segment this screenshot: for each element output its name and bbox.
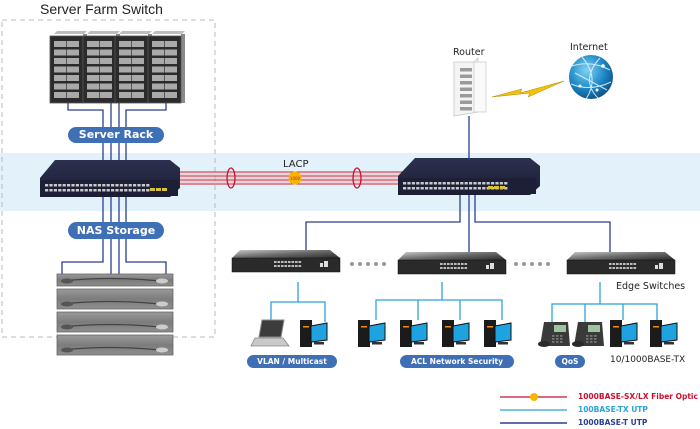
server-cabinet-icon	[114, 31, 152, 104]
lacp-bundle-ring-left	[226, 167, 236, 189]
edge-switch-icon	[566, 252, 676, 275]
lacp-label: LACP	[283, 159, 309, 170]
edge-switch-dots	[350, 262, 550, 266]
desktop-pc-icon	[610, 320, 638, 347]
desktop-pc-icon	[300, 320, 328, 347]
router-icon	[453, 57, 487, 117]
ip-phone-icon	[538, 322, 570, 347]
server-cabinet-icon	[82, 31, 120, 104]
internet-globe-icon	[569, 55, 613, 100]
legend-label-100tx: 100BASE-TX UTP	[578, 405, 648, 414]
lightning-icon	[491, 80, 565, 98]
server-cabinet-icon	[147, 31, 185, 104]
router-label: Router	[453, 47, 485, 58]
edge-switch-icon	[231, 250, 341, 273]
port-type-label: 10/1000BASE-TX	[610, 355, 686, 365]
acl-network-security-label: ACL Network Security	[400, 355, 514, 368]
laptop-icon	[250, 319, 290, 347]
server-rack-icon	[49, 31, 185, 104]
qos-label: QoS	[555, 355, 585, 368]
desktop-pc-icon	[484, 320, 512, 347]
nas-storage-label: NAS Storage	[68, 222, 164, 239]
edge-switches-label: Edge Switches	[616, 281, 686, 292]
internet-label: Internet	[570, 42, 608, 53]
server-cabinet-icon	[49, 31, 87, 104]
core-switch-left	[40, 160, 180, 197]
desktop-pc-icon	[400, 320, 428, 347]
fiber-badge-icon	[530, 393, 538, 401]
vlan-multicast-label: VLAN / Multicast	[247, 355, 337, 368]
legend-label-fiber: 1000BASE-SX/LX Fiber Optic	[578, 392, 698, 401]
core-switch-right	[398, 158, 540, 195]
desktop-pc-icon	[442, 320, 470, 347]
diagram-title: Server Farm Switch	[40, 1, 163, 17]
nas-storage-icon	[56, 273, 174, 356]
core-edge-links	[305, 195, 611, 256]
fiber-badge-icon	[288, 171, 302, 185]
desktop-pc-icon	[650, 320, 678, 347]
edge-switch-icon	[397, 252, 507, 275]
lacp-badge-text: 1000	[290, 176, 301, 181]
legend-label-1000t: 1000BASE-T UTP	[578, 418, 648, 427]
server-rack-label: Server Rack	[68, 127, 164, 143]
access-links	[270, 282, 658, 322]
desktop-pc-icon	[358, 320, 386, 347]
legend	[500, 393, 567, 424]
lacp-bundle-ring-right	[352, 167, 362, 189]
ip-phone-icon	[572, 322, 604, 347]
